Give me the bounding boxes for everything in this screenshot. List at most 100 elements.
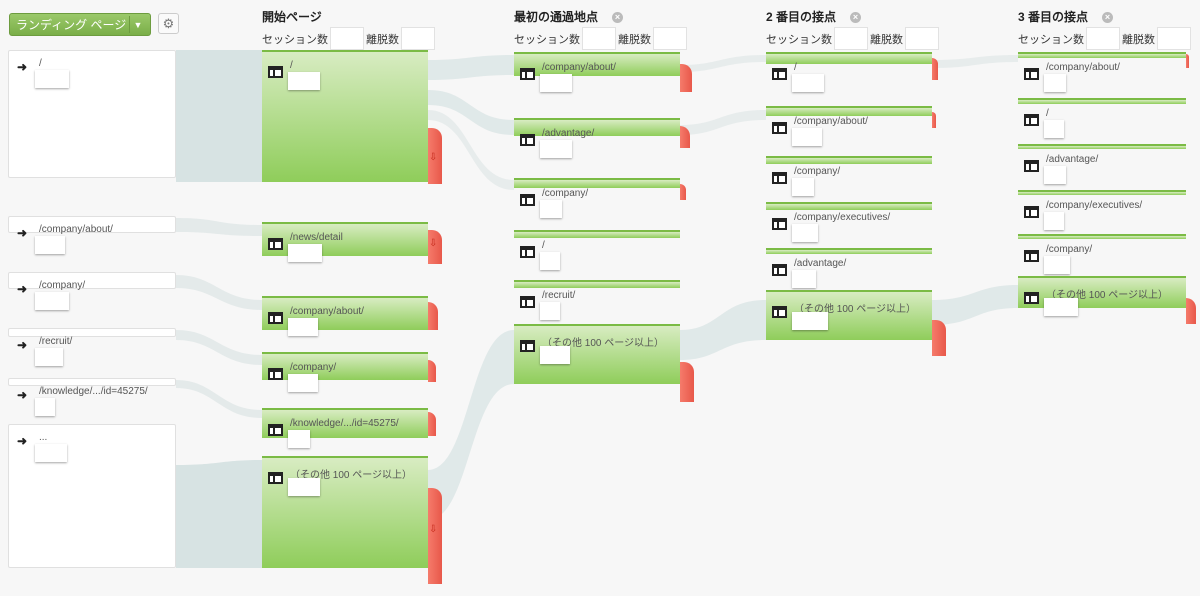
drop-off-bar[interactable] xyxy=(680,126,690,148)
page-icon xyxy=(520,296,535,308)
third-interaction-node[interactable]: /company/about/ xyxy=(1018,52,1186,92)
page-icon xyxy=(520,68,535,80)
redacted-value xyxy=(540,302,560,320)
drop-off-bar[interactable] xyxy=(680,64,692,92)
drop-off-bar[interactable] xyxy=(680,362,694,402)
node-label: /advantage/ xyxy=(542,128,595,139)
redacted-value xyxy=(1044,298,1078,316)
column-title: 2 番目の接点 xyxy=(766,10,837,24)
exit-arrow-icon: ⇩ xyxy=(429,152,438,163)
second-interaction-node[interactable]: （その他 100 ページ以上） xyxy=(766,290,932,340)
redacted-value xyxy=(288,478,320,496)
page-icon xyxy=(1024,68,1039,80)
close-icon[interactable]: × xyxy=(850,12,862,24)
first-interaction-node[interactable]: /company/about/ xyxy=(514,52,680,92)
redacted-value xyxy=(288,430,310,448)
node-label: /company/ xyxy=(542,188,589,199)
landing-node[interactable]: ➜/ xyxy=(8,50,176,178)
start-node[interactable]: /company/about/ xyxy=(262,296,428,336)
second-interaction-node[interactable]: /company/executives/ xyxy=(766,202,932,242)
node-label: /knowledge/.../id=45275/ xyxy=(39,386,148,397)
page-icon xyxy=(772,172,787,184)
redacted-value xyxy=(1044,120,1064,138)
first-interaction-node[interactable]: /company/ xyxy=(514,178,680,218)
second-interaction-node[interactable]: / xyxy=(766,52,932,92)
redacted-value xyxy=(792,312,828,330)
third-interaction-node[interactable]: / xyxy=(1018,98,1186,138)
landing-node[interactable]: ➜/company/about/ xyxy=(8,216,176,254)
drop-off-bar[interactable] xyxy=(1186,54,1189,68)
start-node[interactable]: /news/detail xyxy=(262,222,428,262)
first-interaction-node[interactable]: / xyxy=(514,230,680,270)
drop-off-bar[interactable]: ⇩ xyxy=(428,128,442,184)
page-icon xyxy=(772,306,787,318)
drop-off-bar[interactable] xyxy=(932,112,936,128)
start-node[interactable]: / xyxy=(262,50,428,182)
start-node[interactable]: /company/ xyxy=(262,352,428,392)
redacted-value xyxy=(35,348,63,366)
page-icon xyxy=(1024,292,1039,304)
page-icon xyxy=(268,66,283,78)
start-node[interactable]: /knowledge/.../id=45275/ xyxy=(262,408,428,448)
drop-off-bar[interactable] xyxy=(428,360,436,382)
redacted-value xyxy=(540,252,560,270)
node-label: /company/ xyxy=(290,362,337,373)
exit-arrow-icon: ⇩ xyxy=(429,524,438,535)
third-interaction-node[interactable]: /company/executives/ xyxy=(1018,190,1186,230)
drop-off-bar[interactable]: ⇩ xyxy=(428,488,442,584)
drop-off-bar[interactable] xyxy=(932,320,946,356)
drop-off-bar[interactable]: ⇩ xyxy=(428,230,442,264)
node-label: /recruit/ xyxy=(542,290,576,301)
start-node[interactable]: （その他 100 ページ以上） xyxy=(262,456,428,568)
entrance-arrow-icon: ➜ xyxy=(17,226,28,240)
page-icon xyxy=(1024,250,1039,262)
node-label: （その他 100 ページ以上） xyxy=(290,470,413,481)
node-label: /company/ xyxy=(794,166,841,177)
node-label: /news/detail xyxy=(290,232,343,243)
gear-icon[interactable]: ⚙ xyxy=(158,13,179,34)
first-interaction-node[interactable]: /advantage/ xyxy=(514,118,680,158)
second-interaction-node[interactable]: /advantage/ xyxy=(766,248,932,288)
landing-node[interactable]: ➜/company/ xyxy=(8,272,176,310)
exits-label: 離脱数 xyxy=(1122,33,1155,46)
node-label: /company/ xyxy=(39,280,86,291)
column-header-third: 3 番目の接点× セッション数離脱数 xyxy=(1018,8,1193,50)
redacted-value xyxy=(792,270,816,288)
drop-off-bar[interactable] xyxy=(428,302,438,330)
column-header-start: 開始ページ セッション数離脱数 xyxy=(262,8,437,50)
drop-off-bar[interactable] xyxy=(1186,298,1196,324)
page-icon xyxy=(772,68,787,80)
node-label: /company/about/ xyxy=(794,116,868,127)
third-interaction-node[interactable]: /company/ xyxy=(1018,234,1186,274)
redacted-value xyxy=(540,346,570,364)
redacted-value xyxy=(834,27,868,50)
landing-node[interactable]: ➜/recruit/ xyxy=(8,328,176,366)
first-interaction-node[interactable]: （その他 100 ページ以上） xyxy=(514,324,680,384)
redacted-value xyxy=(792,224,818,242)
column-header-second: 2 番目の接点× セッション数離脱数 xyxy=(766,8,941,50)
node-label: /company/about/ xyxy=(290,306,364,317)
landing-node[interactable]: ➜/knowledge/.../id=45275/ xyxy=(8,378,176,416)
page-icon xyxy=(268,368,283,380)
third-interaction-node[interactable]: （その他 100 ページ以上） xyxy=(1018,276,1186,316)
column-title: 最初の通過地点 xyxy=(514,10,599,24)
redacted-value xyxy=(792,74,824,92)
drop-off-bar[interactable] xyxy=(428,412,436,436)
node-label: / xyxy=(290,60,293,71)
drop-off-bar[interactable] xyxy=(932,58,938,80)
node-label: / xyxy=(1046,108,1049,119)
second-interaction-node[interactable]: /company/about/ xyxy=(766,106,932,146)
drop-off-bar[interactable] xyxy=(680,184,686,200)
redacted-value xyxy=(288,244,322,262)
close-icon[interactable]: × xyxy=(612,12,624,24)
node-label: / xyxy=(542,240,545,251)
landing-node[interactable]: ➜... xyxy=(8,424,176,568)
second-interaction-node[interactable]: /company/ xyxy=(766,156,932,196)
column-title: 開始ページ xyxy=(262,10,322,24)
landing-page-dropdown[interactable]: ランディング ページ ▼ xyxy=(9,13,151,36)
node-label: /company/executives/ xyxy=(1046,200,1143,211)
first-interaction-node[interactable]: /recruit/ xyxy=(514,280,680,320)
close-icon[interactable]: × xyxy=(1102,12,1114,24)
third-interaction-node[interactable]: /advantage/ xyxy=(1018,144,1186,184)
node-label: /knowledge/.../id=45275/ xyxy=(290,418,399,429)
